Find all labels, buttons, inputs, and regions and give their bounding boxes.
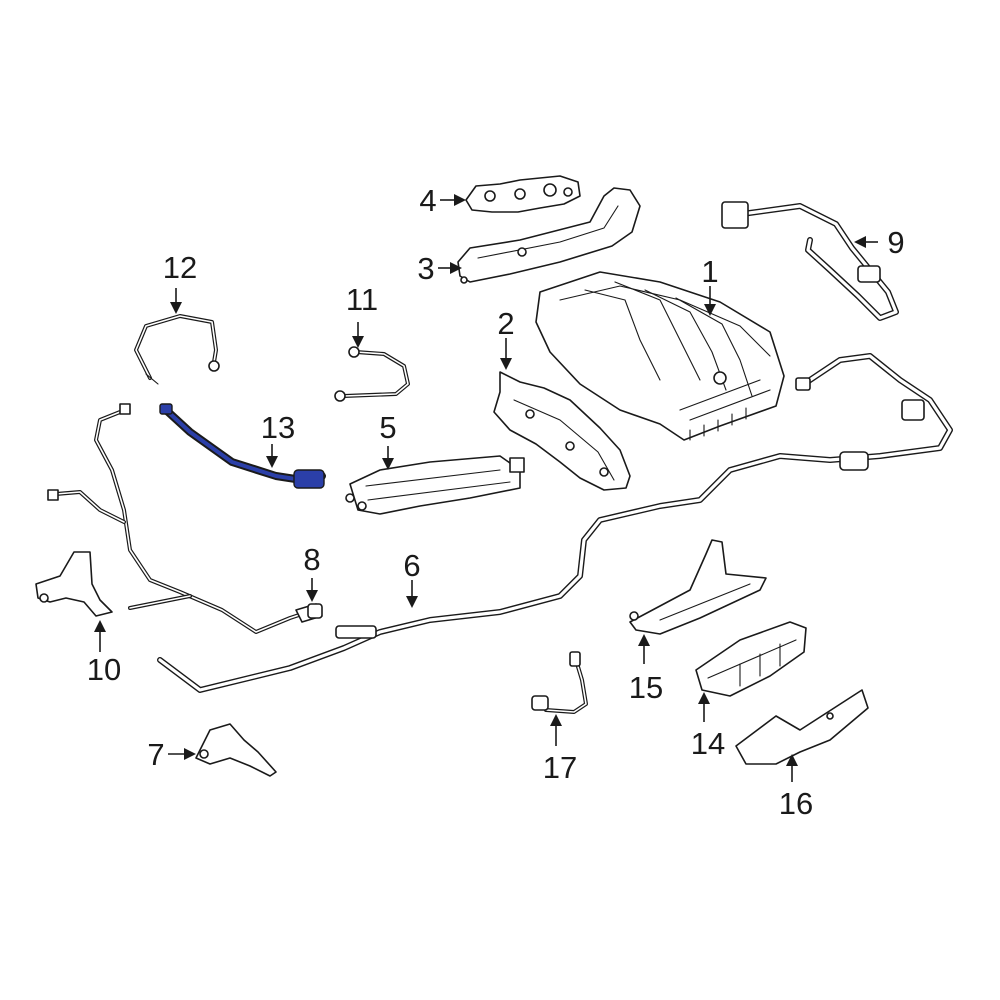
callout-13: 13 bbox=[261, 410, 295, 468]
callout-9: 9 bbox=[854, 225, 905, 260]
part-9-wire-harness[interactable] bbox=[721, 201, 899, 321]
callout-2: 2 bbox=[497, 306, 515, 370]
callout-12-label: 12 bbox=[163, 250, 197, 285]
callout-5: 5 bbox=[379, 410, 397, 470]
callout-17-label: 17 bbox=[543, 750, 577, 785]
callout-9-label: 9 bbox=[887, 225, 904, 260]
part-16-tray[interactable] bbox=[735, 689, 869, 765]
part-12-cable[interactable] bbox=[134, 314, 220, 385]
callout-3-label: 3 bbox=[417, 251, 434, 286]
part-3-bracket[interactable] bbox=[457, 187, 641, 284]
callout-14: 14 bbox=[691, 692, 725, 761]
callout-15-label: 15 bbox=[629, 670, 663, 705]
callout-11-label: 11 bbox=[346, 282, 378, 317]
callout-7: 7 bbox=[147, 737, 196, 772]
part-1-battery-pack[interactable] bbox=[535, 271, 785, 441]
callout-4-label: 4 bbox=[419, 183, 436, 218]
part-6-harness[interactable] bbox=[157, 353, 953, 693]
part-2-mounting-plate[interactable] bbox=[493, 371, 631, 491]
part-11-ground-strap[interactable] bbox=[334, 346, 410, 402]
callout-16-label: 16 bbox=[779, 786, 813, 821]
callout-8-label: 8 bbox=[303, 542, 320, 577]
part-10-bracket-harness[interactable] bbox=[35, 403, 310, 634]
callout-5-label: 5 bbox=[379, 410, 396, 445]
callout-14-label: 14 bbox=[691, 726, 725, 761]
callout-10: 10 bbox=[87, 620, 121, 687]
callout-4: 4 bbox=[419, 183, 466, 218]
part-4-bracket[interactable] bbox=[465, 175, 581, 213]
callout-3: 3 bbox=[417, 251, 462, 286]
callout-8: 8 bbox=[303, 542, 321, 602]
part-7-bracket[interactable] bbox=[195, 723, 277, 777]
callout-7-label: 7 bbox=[147, 737, 164, 772]
callout-15: 15 bbox=[629, 634, 663, 705]
callout-6: 6 bbox=[403, 548, 421, 608]
callout-1: 1 bbox=[701, 254, 719, 316]
part-5-inverter-module[interactable] bbox=[345, 455, 525, 515]
callout-16: 16 bbox=[779, 754, 813, 821]
callout-6-label: 6 bbox=[403, 548, 420, 583]
part-17-sensor[interactable] bbox=[531, 651, 588, 714]
callout-2-label: 2 bbox=[497, 306, 514, 341]
callout-17: 17 bbox=[543, 714, 577, 785]
callout-12: 12 bbox=[163, 250, 197, 314]
callout-11: 11 bbox=[346, 282, 378, 348]
part-15-panel[interactable] bbox=[629, 539, 767, 635]
callout-1-label: 1 bbox=[701, 254, 718, 289]
part-13-highlighted-cable[interactable] bbox=[159, 403, 326, 489]
part-8-connector[interactable] bbox=[295, 603, 323, 623]
callout-10-label: 10 bbox=[87, 652, 121, 687]
callout-13-label: 13 bbox=[261, 410, 295, 445]
part-14-module[interactable] bbox=[695, 621, 807, 697]
